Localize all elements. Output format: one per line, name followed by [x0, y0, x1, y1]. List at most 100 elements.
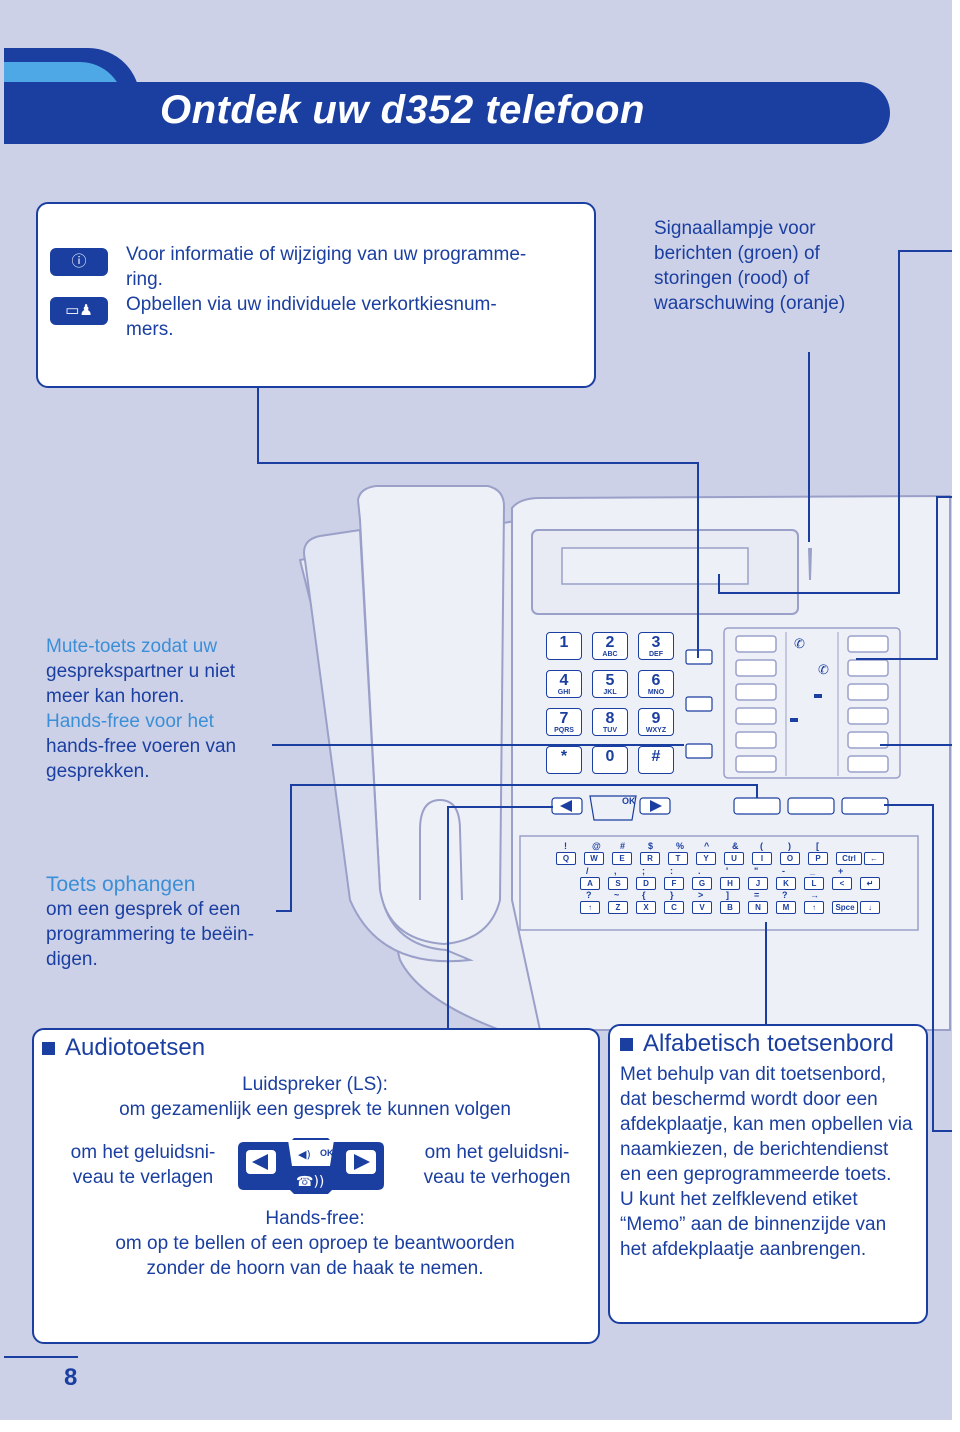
dial-key-digit: 9: [651, 710, 661, 727]
leader-r2-h2: [856, 658, 938, 660]
kb-row2-key[interactable]: <: [832, 877, 852, 890]
kb-row1-key[interactable]: ←: [864, 852, 884, 865]
kb-row3-key[interactable]: C: [664, 901, 684, 914]
kb-row3-key[interactable]: ↑: [580, 901, 600, 914]
kb-row1-key[interactable]: W: [584, 852, 604, 865]
info-line-3: Opbellen via uw individuele verkortkiesn…: [126, 294, 497, 315]
leader-info-v: [257, 388, 259, 464]
hangup-line-2: om een gesprek of een: [46, 899, 241, 920]
kb-row1-symbol: #: [620, 841, 626, 851]
kb-row2-key[interactable]: S: [608, 877, 628, 890]
kb-row1-key[interactable]: E: [612, 852, 632, 865]
directory-key-icon: ▭♟: [50, 297, 108, 325]
leader-audio-h: [447, 806, 553, 808]
kb-row3-key[interactable]: ↓: [860, 901, 880, 914]
dial-key-letters: GHI: [557, 689, 571, 696]
audio-up: om het geluidsni- veau te verhogen: [412, 1140, 582, 1190]
kb-row3-key[interactable]: X: [636, 901, 656, 914]
kb-row1-key[interactable]: I: [752, 852, 772, 865]
kb-row1-symbol: %: [676, 841, 685, 851]
leader-r4-h: [884, 804, 934, 806]
kb-row1-symbol: !: [564, 841, 567, 851]
bullet-square-icon: [620, 1038, 633, 1052]
kb-row1-symbol: &: [732, 841, 739, 851]
kb-row2-symbol: /: [586, 866, 589, 876]
kb-row3-key[interactable]: ↑: [804, 901, 824, 914]
leader-hang-v: [290, 784, 292, 912]
kb-row1-key[interactable]: Y: [696, 852, 716, 865]
kb-row1-key[interactable]: U: [724, 852, 744, 865]
kb-row2-key[interactable]: D: [636, 877, 656, 890]
kb-row3-key[interactable]: Z: [608, 901, 628, 914]
kb-row2-key[interactable]: H: [720, 877, 740, 890]
alpha-line-1: Met behulp van dit toetsenbord,: [620, 1064, 887, 1085]
dial-key-star[interactable]: *: [546, 746, 582, 774]
svg-text:✆: ✆: [794, 637, 805, 652]
audio-heading: Audiotoetsen: [42, 1034, 205, 1062]
hangup-text: Toets ophangen om een gesprek of een pro…: [46, 872, 286, 972]
alpha-heading: Alfabetisch toetsenbord: [620, 1030, 894, 1058]
audio-down: om het geluidsni- veau te verlagen: [58, 1140, 228, 1190]
alpha-line-6: U kunt het zelfklevend etiket: [620, 1189, 858, 1210]
alpha-line-2: dat beschermd wordt door een: [620, 1089, 878, 1110]
kb-row2-key[interactable]: K: [776, 877, 796, 890]
kb-row3-key[interactable]: B: [720, 901, 740, 914]
leader-r1-h: [898, 250, 952, 252]
kb-row3-key[interactable]: N: [748, 901, 768, 914]
kb-row2-symbol: ": [754, 866, 759, 876]
kb-row3-key[interactable]: M: [776, 901, 796, 914]
leader-r1-v: [898, 250, 900, 594]
dial-key-hash[interactable]: #: [638, 746, 674, 774]
dial-key-letters: JKL: [603, 689, 617, 696]
kb-row1-key[interactable]: P: [808, 852, 828, 865]
kb-row2-symbol: :: [670, 866, 673, 876]
audio-ls-2: om gezamenlijk een gesprek te kunnen vol…: [119, 1099, 511, 1120]
kb-row3-key[interactable]: V: [692, 901, 712, 914]
kb-row3-symbol: {: [642, 890, 646, 900]
kb-row2-key[interactable]: G: [692, 877, 712, 890]
kb-row1-key[interactable]: T: [668, 852, 688, 865]
dial-key-1[interactable]: 1: [546, 632, 582, 660]
dial-key-digit: 5: [605, 672, 615, 689]
kb-row1-key[interactable]: O: [780, 852, 800, 865]
kb-row3-symbol: ?: [586, 890, 592, 900]
kb-row3-symbol: →: [810, 890, 819, 900]
kb-row3-key[interactable]: Spce: [832, 901, 858, 914]
dial-key-digit: 1: [559, 634, 569, 651]
svg-text:◀): ◀): [298, 1148, 311, 1161]
signal-line-1: Signaallampje voor: [654, 218, 816, 239]
kb-row1-symbol: $: [648, 841, 654, 851]
kb-row1-key[interactable]: R: [640, 852, 660, 865]
dial-key-digit: 4: [559, 672, 569, 689]
bullet-square-icon: [42, 1042, 55, 1056]
hangup-line-1: Toets ophangen: [46, 873, 196, 896]
signal-lamp-text: Signaallampje voor berichten (groen) of …: [654, 216, 894, 316]
kb-row1-key[interactable]: Ctrl: [836, 852, 862, 865]
dial-key-digit: #: [651, 748, 661, 765]
audio-down-1: om het geluidsni-: [70, 1142, 216, 1163]
kb-row1-key[interactable]: Q: [556, 852, 576, 865]
dial-key-digit: 8: [605, 710, 615, 727]
kb-row2-key[interactable]: L: [804, 877, 824, 890]
kb-row2-symbol: ;: [642, 866, 645, 876]
dial-key-0[interactable]: 0: [592, 746, 628, 774]
signal-line-3: storingen (rood) of: [654, 268, 810, 289]
kb-row1-symbol: @: [592, 841, 601, 851]
info-box-text: Voor informatie of wijziging van uw prog…: [126, 242, 586, 342]
kb-row2-key[interactable]: ↵: [860, 877, 880, 890]
dial-key-letters: TUV: [603, 727, 617, 734]
kb-row2-key[interactable]: A: [580, 877, 600, 890]
kb-row2-key[interactable]: J: [748, 877, 768, 890]
kb-row2-key[interactable]: F: [664, 877, 684, 890]
leader-audio-v: [447, 806, 449, 1030]
kb-row2-symbol: ,: [614, 866, 617, 876]
mute-line-3: meer kan horen.: [46, 686, 185, 707]
